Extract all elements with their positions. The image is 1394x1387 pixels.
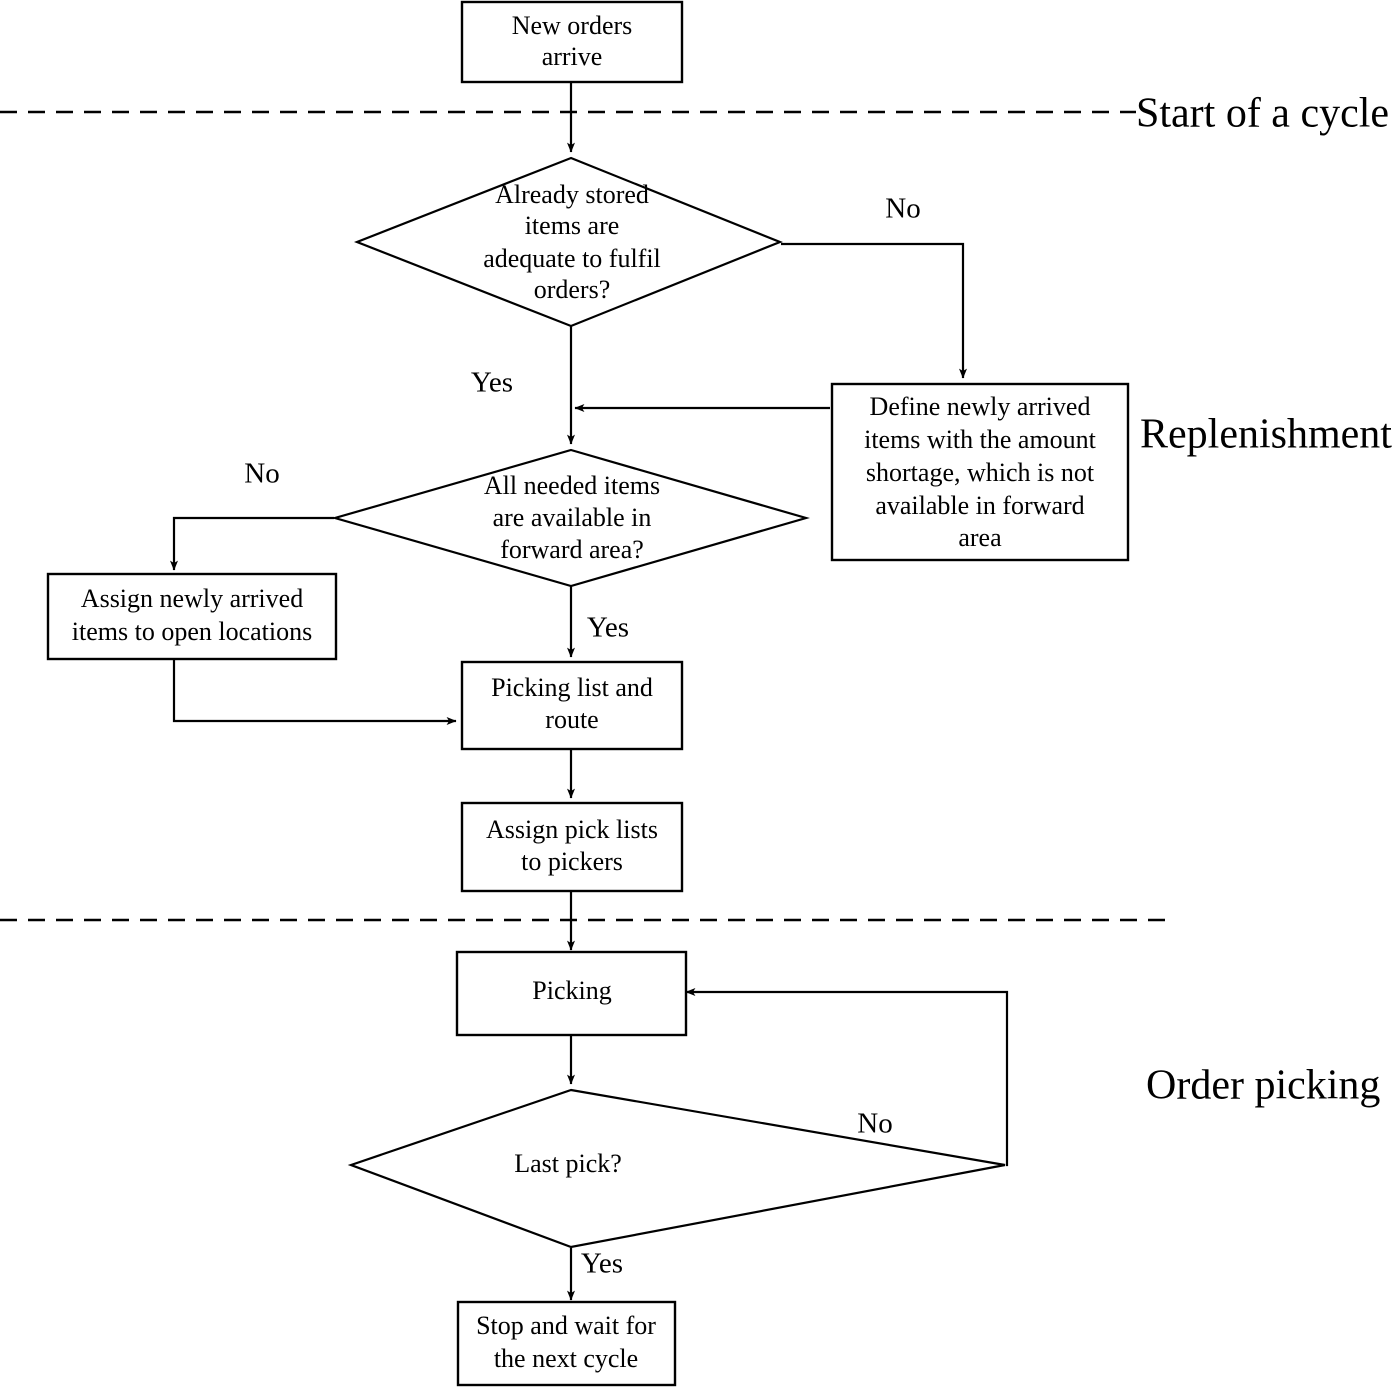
node-shape-rect: [456, 1300, 677, 1387]
node-label-line: items to open locations: [72, 617, 312, 646]
node-label-line: Last pick?: [514, 1149, 622, 1178]
node-label-line: route: [545, 705, 598, 734]
edge-label-last-pick-yes: Yes: [581, 1248, 623, 1280]
node-adequate-decision[interactable]: Already stored items are adequate to ful…: [353, 156, 783, 328]
node-assign-pick-lists[interactable]: Assign pick lists to pickers: [460, 801, 684, 893]
node-label-line: are available in: [493, 503, 652, 532]
node-label-line: items are: [525, 211, 620, 240]
edge-label-forward-yes: Yes: [587, 612, 629, 644]
node-shape-rect: [46, 572, 338, 661]
node-label-line: the next cycle: [494, 1344, 638, 1373]
node-label-line: All needed items: [484, 471, 660, 500]
edge-label-last-pick-no: No: [857, 1108, 892, 1140]
node-shape-diamond: [331, 448, 810, 588]
edge-forward-no-to-assign-locations: [170, 516, 334, 571]
edge-assign-locations-to-picking-list: [172, 659, 457, 725]
node-label-line: adequate to fulfil: [483, 244, 661, 273]
edge-label-adequate-yes: Yes: [471, 367, 513, 399]
node-shape-diamond: [353, 156, 783, 328]
node-shape-diamond: [347, 1088, 1006, 1249]
node-shape-rect: [460, 0, 684, 84]
node-label-line: Stop and wait for: [476, 1311, 656, 1340]
node-label-line: Picking list and: [491, 673, 653, 702]
node-shape-rect: [830, 382, 1130, 562]
node-label-line: items with the amount: [864, 425, 1097, 454]
node-assign-open-locations[interactable]: Assign newly arrived items to open locat…: [46, 572, 338, 661]
node-label-line: Picking: [532, 976, 611, 1005]
node-label-line: to pickers: [521, 847, 623, 876]
node-label-line: area: [958, 523, 1002, 552]
node-new-orders-arrive[interactable]: New orders arrive: [460, 0, 684, 84]
edge-label-forward-no: No: [244, 458, 279, 490]
node-label-line: Assign newly arrived: [81, 584, 303, 613]
node-label-line: New orders: [512, 11, 633, 40]
node-label-line: Assign pick lists: [486, 815, 658, 844]
node-stop-and-wait[interactable]: Stop and wait for the next cycle: [456, 1300, 677, 1387]
node-label-line: Already stored: [495, 180, 649, 209]
node-label-line: arrive: [542, 42, 603, 71]
edge-last-pick-no-to-picking: [685, 988, 1009, 1167]
node-last-pick-decision[interactable]: Last pick?: [347, 1088, 1006, 1249]
node-label-line: orders?: [534, 275, 611, 304]
node-label-line: forward area?: [500, 535, 644, 564]
node-shape-rect: [460, 660, 684, 751]
node-label-line: Define newly arrived: [870, 392, 1091, 421]
node-forward-area-decision[interactable]: All needed items are available in forwar…: [331, 448, 810, 588]
edge-label-adequate-no: No: [885, 193, 920, 225]
node-define-shortage[interactable]: Define newly arrived items with the amou…: [830, 382, 1130, 562]
phase-label-order-picking: Order picking: [1146, 1063, 1380, 1109]
node-picking[interactable]: Picking: [455, 950, 688, 1037]
node-shape-rect: [455, 950, 688, 1037]
node-label-line: shortage, which is not: [866, 458, 1095, 487]
edge-adequate-no-to-define-shortage: [781, 242, 967, 379]
node-label-line: available in forward: [875, 491, 1084, 520]
phase-label-start-of-cycle: Start of a cycle: [1136, 91, 1389, 137]
phase-label-replenishment: Replenishment: [1140, 412, 1392, 458]
node-picking-list-route[interactable]: Picking list and route: [460, 660, 684, 751]
node-shape-rect: [460, 801, 684, 893]
